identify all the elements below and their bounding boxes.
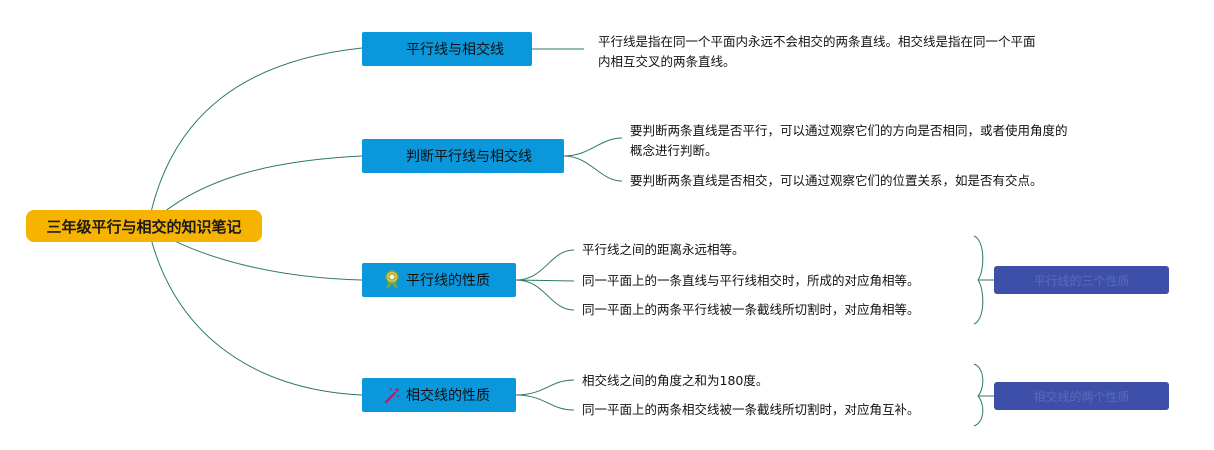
branch-intersecting-properties[interactable]: 相交线的性质 bbox=[362, 378, 516, 412]
branch-label: 相交线的性质 bbox=[406, 388, 490, 404]
branch-judging[interactable]: 判断平行线与相交线 bbox=[362, 139, 564, 173]
root-topic[interactable]: 三年级平行与相交的知识笔记 bbox=[26, 210, 262, 242]
summary-parallel-properties[interactable]: 平行线的三个性质 bbox=[994, 266, 1169, 294]
leaf-intersecting-transversal: 同一平面上的两条相交线被一条截线所切割时，对应角互补。 bbox=[582, 402, 920, 417]
root-title: 三年级平行与相交的知识笔记 bbox=[46, 217, 242, 236]
branch-label: 判断平行线与相交线 bbox=[406, 149, 532, 165]
leaf-parallel-corresponding-angles: 同一平面上的一条直线与平行线相交时，所成的对应角相等。 bbox=[582, 273, 920, 288]
branch-label: 平行线的性质 bbox=[406, 273, 490, 289]
leaf-intersecting-angle-sum: 相交线之间的角度之和为180度。 bbox=[582, 373, 769, 388]
branch-parallel-and-intersecting[interactable]: 平行线与相交线 bbox=[362, 32, 532, 66]
sparkle-icon bbox=[382, 385, 402, 405]
branch-parallel-properties[interactable]: 平行线的性质 bbox=[362, 263, 516, 297]
leaf-definition-line1: 平行线是指在同一个平面内永远不会相交的两条直线。相交线是指在同一个平面 bbox=[598, 34, 1036, 49]
summary-intersecting-properties[interactable]: 相交线的两个性质 bbox=[994, 382, 1169, 410]
blank-icon bbox=[382, 39, 402, 59]
summary-label: 相交线的两个性质 bbox=[1033, 389, 1130, 404]
award-ribbon-icon bbox=[382, 270, 402, 290]
summary-label: 平行线的三个性质 bbox=[1033, 273, 1130, 288]
blank-icon bbox=[382, 146, 402, 166]
leaf-definition-line2: 内相互交叉的两条直线。 bbox=[598, 54, 736, 69]
leaf-judge-intersecting: 要判断两条直线是否相交，可以通过观察它们的位置关系，如是否有交点。 bbox=[630, 173, 1043, 188]
leaf-parallel-distance: 平行线之间的距离永远相等。 bbox=[582, 242, 745, 257]
leaf-parallel-transversal: 同一平面上的两条平行线被一条截线所切割时，对应角相等。 bbox=[582, 302, 920, 317]
branch-label: 平行线与相交线 bbox=[406, 42, 504, 58]
leaf-judge-parallel-line2: 概念进行判断。 bbox=[630, 143, 718, 158]
leaf-judge-parallel-line1: 要判断两条直线是否平行，可以通过观察它们的方向是否相同，或者使用角度的 bbox=[630, 123, 1068, 138]
